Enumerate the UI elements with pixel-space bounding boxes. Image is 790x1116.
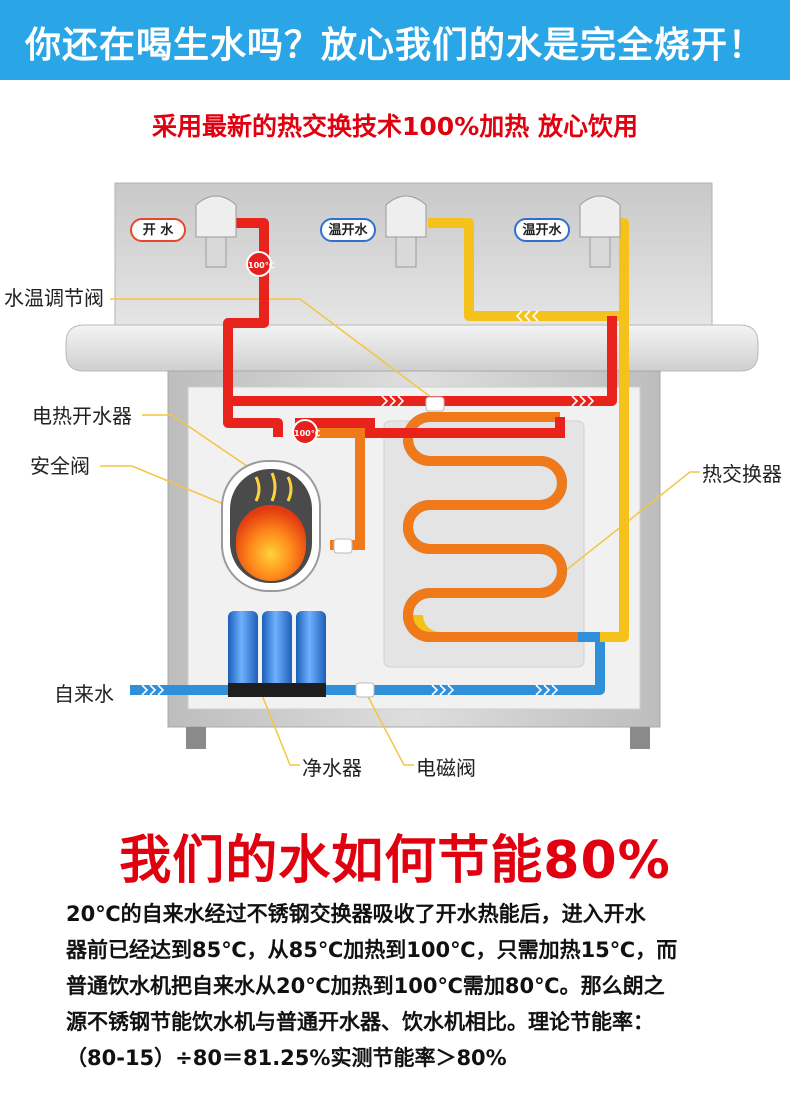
energy-heading: 我们的水如何节能80% — [119, 831, 671, 891]
energy-line: 源不锈钢节能饮水机与普通开水器、饮水机相比。理论节能率： — [66, 1010, 654, 1034]
counter-ledge — [65, 324, 759, 372]
callout-purifier: 净水器 — [302, 756, 362, 780]
exchanger-coil-orange — [403, 412, 578, 642]
tap-label-hot: 开 水 — [130, 218, 186, 242]
energy-line: 普通饮水机把自来水从20℃加热到100℃需加80℃。那么朗之 — [66, 974, 665, 998]
flow-arrows — [141, 310, 595, 696]
faucet-hot-icon — [195, 195, 237, 268]
leader-heat-exchanger — [559, 471, 700, 576]
faucet-warm-1-icon — [385, 195, 427, 268]
callout-heat-exchanger: 热交换器 — [702, 462, 782, 486]
leader-purifier — [253, 674, 300, 766]
energy-line: 器前已经达到85℃，从85℃加热到100℃，只需加热15℃，而 — [66, 938, 678, 962]
callout-lines — [100, 298, 700, 766]
leader-solenoid-valve — [363, 688, 414, 766]
callout-temp-valve: 水温调节阀 — [4, 286, 104, 310]
tap-label-warm-2: 温开水 — [514, 218, 570, 242]
foot-right — [630, 727, 650, 749]
temp-badge-top: 100℃ — [246, 251, 274, 277]
energy-description: 20℃的自来水经过不锈钢交换器吸收了开水热能后，进入开水 器前已经达到85℃，从… — [66, 896, 736, 1076]
purifier-filters — [228, 611, 326, 697]
hot-water-pipe — [223, 218, 617, 437]
diagram-illustration — [65, 182, 759, 766]
callout-boiler: 电热开水器 — [32, 404, 132, 428]
boiler — [221, 460, 321, 592]
callout-safety-valve: 安全阀 — [30, 454, 90, 478]
safety-valve-icon — [333, 538, 353, 554]
energy-line: （80-15）÷80＝81.25%实测节能率＞80% — [66, 1046, 507, 1070]
page-title: 你还在喝生水吗？放心我们的水是完全烧开！ — [24, 25, 765, 66]
water-dispenser-diagram: 开 水 温开水 温开水 100℃ 100℃ 水温调节阀 电热开水器 安全阀 热交… — [0, 175, 790, 785]
callout-solenoid-valve: 电磁阀 — [416, 756, 476, 780]
energy-line: 20℃的自来水经过不锈钢交换器吸收了开水热能后，进入开水 — [66, 902, 646, 926]
faucet-warm-2-icon — [579, 195, 621, 268]
tap-label-warm-1: 温开水 — [320, 218, 376, 242]
leader-safety-valve — [100, 465, 251, 516]
page-subtitle: 采用最新的热交换技术100%加热 放心饮用 — [152, 112, 638, 141]
leader-boiler — [142, 414, 261, 476]
temp-valve-icon — [425, 396, 445, 412]
foot-left — [186, 727, 206, 749]
leader-temp-valve — [110, 298, 437, 402]
header-banner: 你还在喝生水吗？放心我们的水是完全烧开！ — [0, 0, 790, 80]
temp-badge-boiler: 100℃ — [292, 419, 320, 445]
solenoid-valve-icon — [355, 682, 375, 698]
callout-tap-water: 自来水 — [54, 682, 114, 706]
